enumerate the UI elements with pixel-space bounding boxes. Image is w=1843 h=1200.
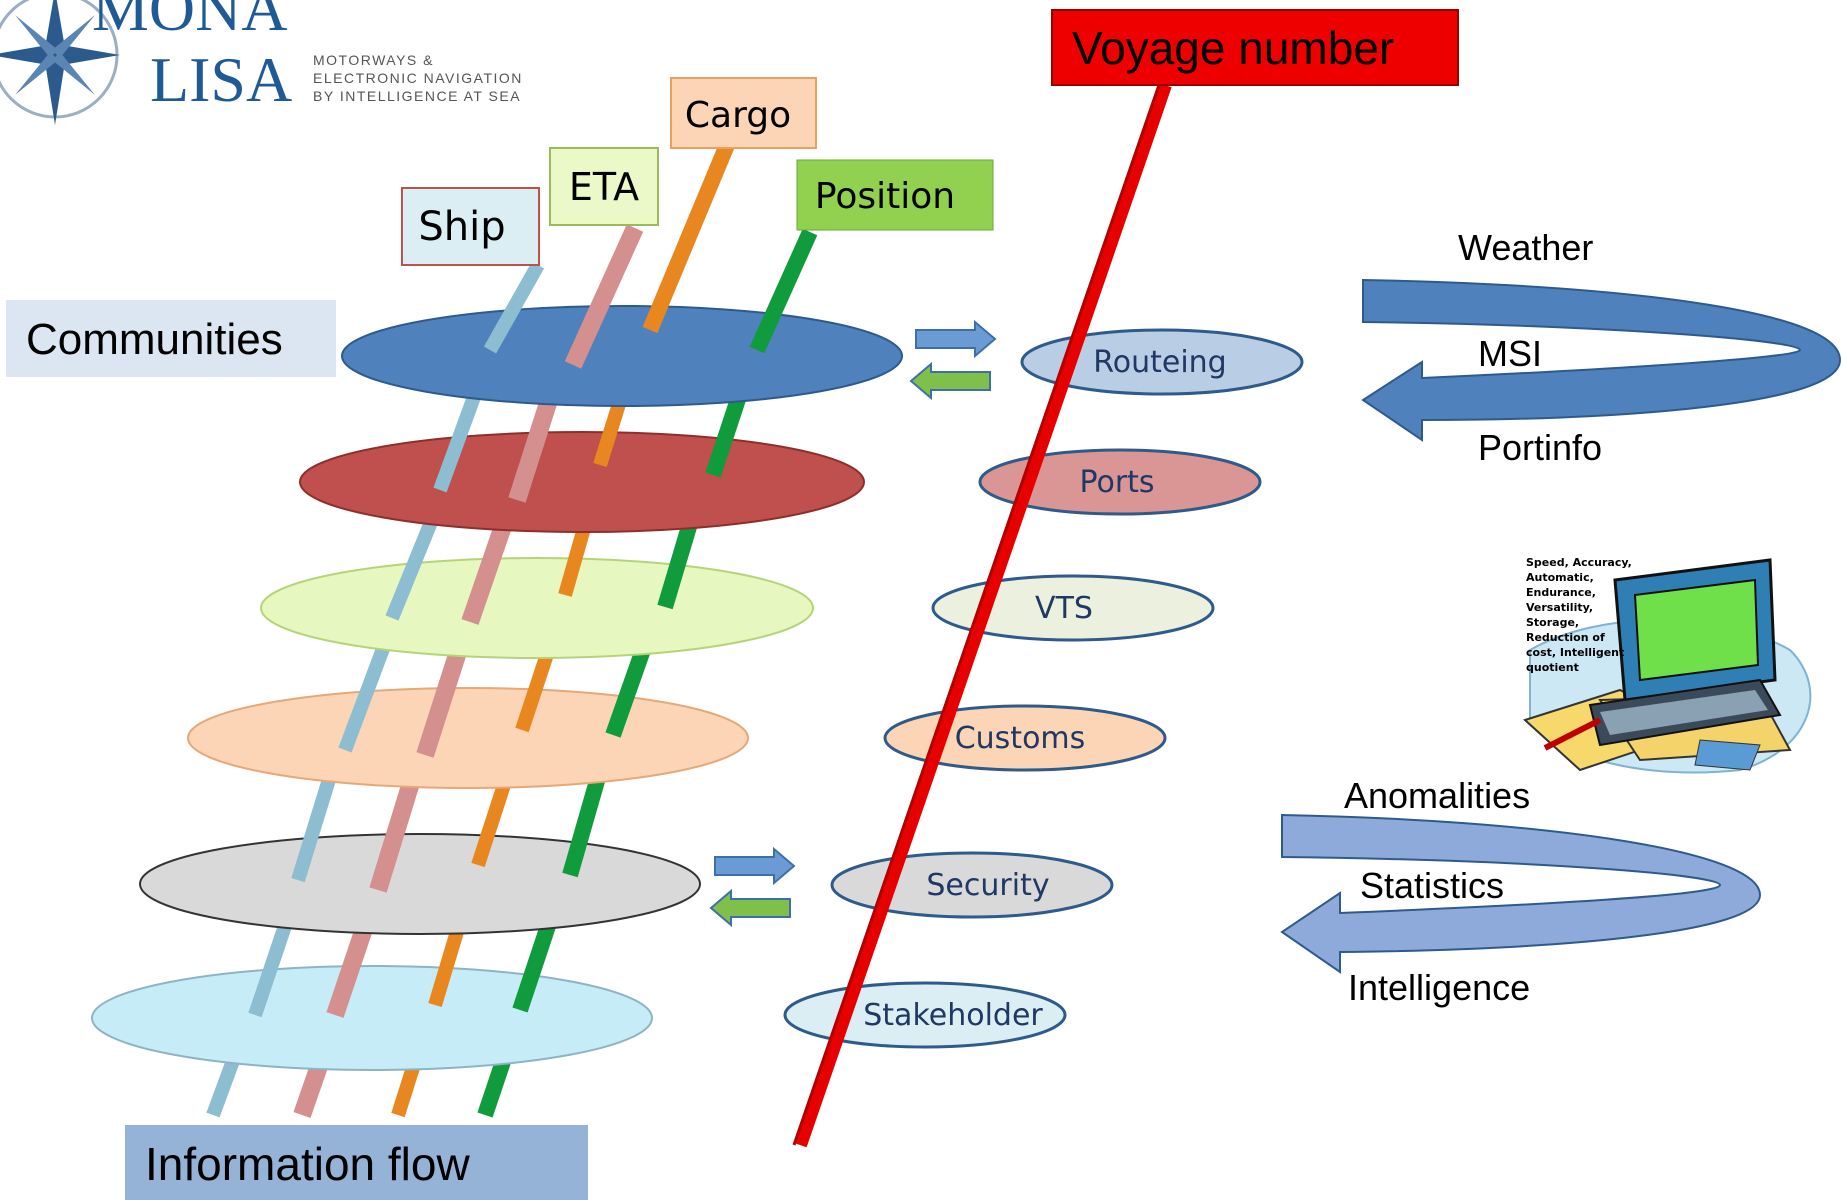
feed-arrow-bottom <box>1280 813 1762 974</box>
svg-text:Versatility,: Versatility, <box>1526 601 1593 614</box>
feed-arrow-top <box>1361 278 1842 442</box>
svg-text:cost, Intelligent: cost, Intelligent <box>1526 646 1624 659</box>
communities-label: Communities <box>6 300 336 377</box>
logo-tagline-1: MOTORWAYS & <box>313 52 434 68</box>
service-customs <box>883 704 1167 772</box>
disc-grey <box>139 833 701 935</box>
svg-text:Endurance,: Endurance, <box>1526 586 1596 599</box>
service-stakeholder-label: Stakeholder <box>863 998 1043 1033</box>
logo-tagline-3: BY INTELLIGENCE AT SEA <box>313 88 521 104</box>
voyage-pole <box>793 82 1172 1148</box>
service-ports <box>978 448 1262 516</box>
svg-text:Position: Position <box>815 176 955 217</box>
exchange-arrows-bottom <box>709 846 796 928</box>
service-ports-label: Ports <box>1079 465 1154 500</box>
svg-text:Information flow: Information flow <box>145 1138 470 1190</box>
laptop-icon <box>1523 558 1812 774</box>
exchange-arrows-top <box>909 319 997 401</box>
disc-orange <box>187 687 749 789</box>
flag-voyage-number: Voyage number <box>1051 9 1459 86</box>
flag-position: Position <box>796 159 994 231</box>
svg-text:quotient: quotient <box>1526 661 1579 674</box>
feed-msi: MSI <box>1478 333 1542 374</box>
disc-red <box>299 431 865 533</box>
service-security-label: Security <box>926 868 1049 903</box>
feed-statistics: Statistics <box>1360 865 1504 906</box>
svg-text:ETA: ETA <box>569 165 639 209</box>
svg-text:Cargo: Cargo <box>685 95 791 136</box>
feed-anomalities: Anomalities <box>1344 775 1530 816</box>
service-routeing-label: Routeing <box>1093 345 1226 380</box>
svg-text:Voyage number: Voyage number <box>1072 22 1394 74</box>
logo-word-mona: MONA <box>92 0 288 44</box>
svg-text:Reduction of: Reduction of <box>1526 631 1605 644</box>
feed-portinfo: Portinfo <box>1478 427 1602 468</box>
disc-green <box>260 557 814 659</box>
compass-rose-icon <box>0 0 120 125</box>
logo-word-lisa: LISA <box>150 44 292 115</box>
service-customs-label: Customs <box>955 721 1086 756</box>
service-routeing <box>1020 328 1304 396</box>
computer-note: Speed, Accuracy, Automatic, Endurance, V… <box>1526 556 1632 674</box>
disc-cyan <box>91 965 653 1071</box>
svg-text:Communities: Communities <box>26 315 283 364</box>
disc-blue <box>341 305 903 407</box>
service-vts <box>931 574 1215 642</box>
feed-weather: Weather <box>1458 227 1593 268</box>
svg-text:Automatic,: Automatic, <box>1526 571 1594 584</box>
flag-ship: Ship <box>401 187 540 266</box>
flag-eta: ETA <box>549 147 659 226</box>
service-vts-label: VTS <box>1035 591 1093 626</box>
mona-lisa-logo: MONA LISA MOTORWAYS & ELECTRONIC NAVIGAT… <box>0 0 523 125</box>
information-poles-top <box>483 141 818 369</box>
svg-text:Ship: Ship <box>418 204 505 250</box>
information-flow-label: Information flow <box>125 1125 588 1200</box>
svg-text:Storage,: Storage, <box>1526 616 1579 629</box>
logo-tagline-2: ELECTRONIC NAVIGATION <box>313 70 523 86</box>
flag-cargo: Cargo <box>670 77 817 149</box>
svg-text:Speed, Accuracy,: Speed, Accuracy, <box>1526 556 1632 569</box>
feed-intelligence: Intelligence <box>1348 967 1530 1008</box>
